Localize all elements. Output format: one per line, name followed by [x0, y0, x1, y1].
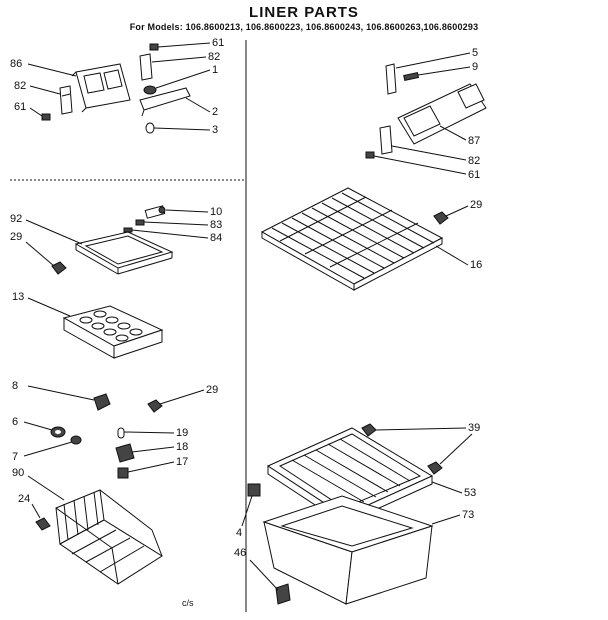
damper-housing-86: [71, 63, 131, 113]
spring-83: [135, 219, 145, 226]
slide-46: [275, 583, 291, 605]
callout-61-left: 61: [14, 101, 26, 113]
callout-86: 86: [10, 58, 22, 70]
grommet-6: [50, 426, 66, 438]
bracket-82-top: [139, 53, 153, 81]
wire-basket-90: [55, 489, 163, 585]
bracket-4: [247, 483, 261, 497]
screw-9: [403, 71, 420, 81]
clip-24: [35, 517, 51, 531]
cap-8: [93, 393, 111, 411]
callout-61-right: 61: [468, 169, 480, 181]
callout-3: 3: [212, 124, 218, 136]
callout-6: 6: [12, 416, 18, 428]
callout-90: 90: [12, 467, 24, 479]
clip-84: [123, 227, 133, 233]
control-cover-2: [139, 87, 191, 117]
screw-61-left: [41, 113, 51, 121]
cover-support-39-right: [427, 461, 443, 475]
ice-tray-92: [74, 231, 174, 275]
bracket-82-right: [379, 125, 393, 155]
callout-87: 87: [468, 135, 480, 147]
callout-46: 46: [234, 547, 246, 559]
callout-29-lower: 29: [206, 384, 218, 396]
screw-61-right: [365, 151, 375, 159]
callout-53: 53: [464, 487, 476, 499]
callout-16: 16: [470, 259, 482, 271]
callout-83: 83: [210, 219, 222, 231]
callout-73: 73: [462, 509, 474, 521]
crisper-pan-73: [262, 495, 434, 605]
pivot-10: [144, 205, 166, 219]
callout-8: 8: [12, 380, 18, 392]
callout-17: 17: [176, 456, 188, 468]
bracket-5: [385, 63, 397, 95]
callout-82-right: 82: [468, 155, 480, 167]
screw-29-lower: [147, 399, 163, 413]
callout-29-tray: 29: [10, 231, 22, 243]
callout-4: 4: [236, 527, 242, 539]
knob-1: [143, 85, 157, 95]
callout-13: 13: [12, 291, 24, 303]
lamp-3: [145, 122, 155, 134]
cover-support-39-left: [361, 423, 377, 437]
callout-61-top: 61: [212, 37, 224, 49]
switch-17: [117, 467, 129, 479]
control-panel-87: [397, 83, 487, 145]
callout-9: 9: [472, 61, 478, 73]
wire-shelf-16: [260, 187, 444, 291]
callout-18: 18: [176, 441, 188, 453]
callout-24: 24: [18, 493, 30, 505]
callout-1: 1: [212, 64, 218, 76]
footer-code: c/s: [182, 598, 194, 608]
callout-29-shelf: 29: [470, 199, 482, 211]
callout-7: 7: [12, 451, 18, 463]
diagram-title: LINER PARTS: [249, 4, 359, 21]
callout-5: 5: [472, 47, 478, 59]
bracket-82-left: [59, 85, 73, 115]
callout-2: 2: [212, 106, 218, 118]
models-subtitle: For Models: 106.8600213, 106.8600223, 10…: [129, 22, 479, 32]
ice-cube-tray-13: [62, 305, 164, 359]
screw-29-tray: [51, 261, 67, 275]
shelf-support-29: [433, 211, 449, 225]
grommet-7: [70, 435, 82, 445]
bulb-19: [117, 427, 125, 439]
callout-84: 84: [210, 232, 222, 244]
callout-92: 92: [10, 213, 22, 225]
callout-10: 10: [210, 206, 222, 218]
socket-18: [115, 443, 135, 463]
callout-82-left: 82: [14, 80, 26, 92]
screw-61-top: [149, 43, 159, 51]
callout-19: 19: [176, 427, 188, 439]
callout-82-top: 82: [208, 51, 220, 63]
callout-39: 39: [468, 422, 480, 434]
